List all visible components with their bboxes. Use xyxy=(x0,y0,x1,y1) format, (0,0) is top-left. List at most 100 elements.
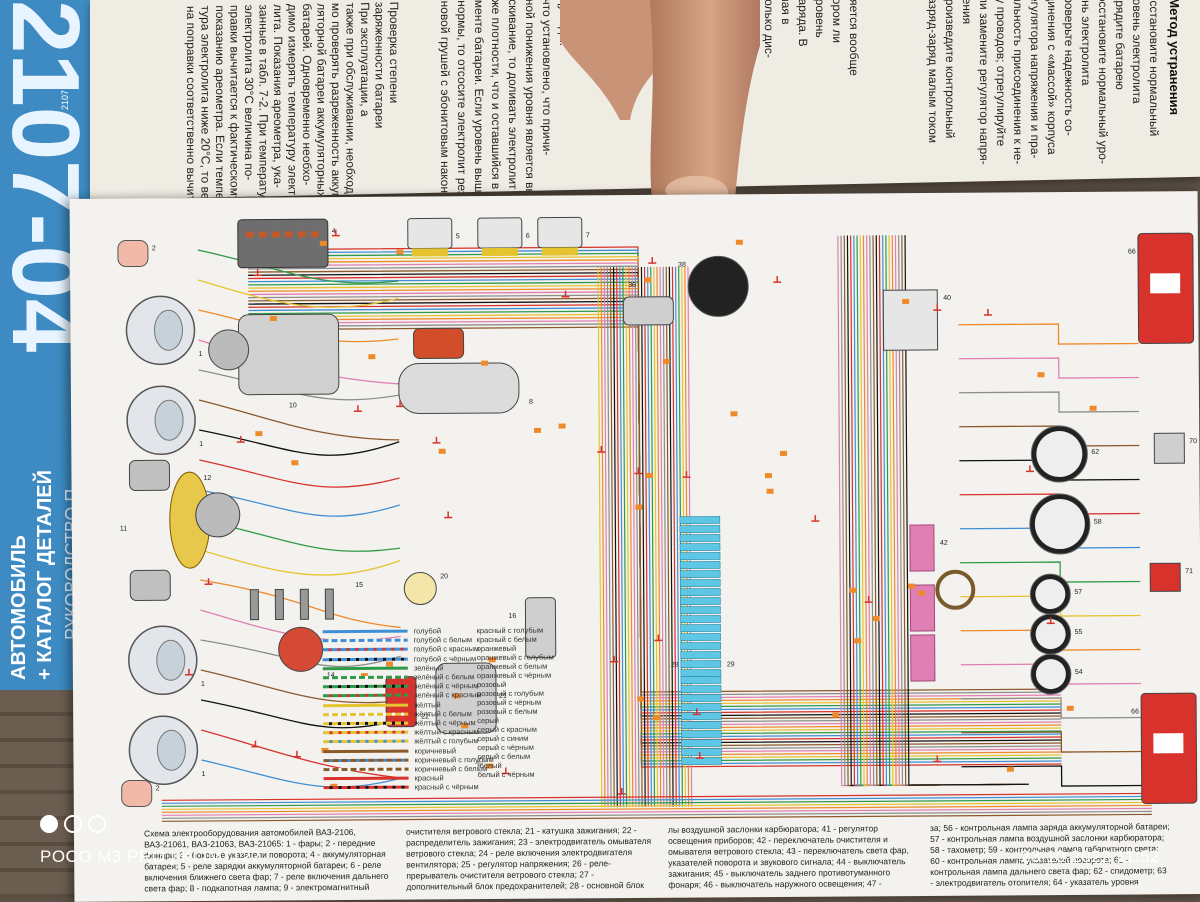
fuse xyxy=(681,721,721,728)
top-page-line: новой грушей с эбонитовым наконеч- xyxy=(438,0,452,200)
fuse xyxy=(680,543,720,550)
front-lamp xyxy=(118,240,148,266)
fuse xyxy=(681,703,721,710)
wire-branch xyxy=(958,323,1138,344)
top-page-line: менте батареи. Если уровень выше xyxy=(472,0,486,200)
headlight-lens xyxy=(157,730,185,770)
starter-solenoid xyxy=(413,328,463,358)
legend-label: голубой с красным xyxy=(414,645,479,654)
caption-col-3: лы воздушной заслонки карбюратора; 41 - … xyxy=(668,823,918,891)
legend-label: жёлтый с чёрным xyxy=(414,718,475,727)
ground-symbol xyxy=(610,656,618,662)
wire-branch xyxy=(199,429,399,457)
wire-connector xyxy=(635,505,642,510)
top-page-line: заряженности батареи xyxy=(373,2,387,129)
component-number: 28 xyxy=(671,662,679,669)
wire-connector xyxy=(663,359,670,364)
top-page-line: ной понижения уровня является выпле- xyxy=(523,0,537,200)
legend-label: красный с чёрным xyxy=(415,782,479,791)
legend-label: розовый с белым xyxy=(477,707,537,716)
camera-model-watermark: POCO M3 PRO | KLIM1122 xyxy=(40,847,261,867)
legend-label: серый с синим xyxy=(477,734,528,743)
legend-swatch xyxy=(323,694,408,698)
legend-label: голубой с чёрным xyxy=(414,654,476,663)
top-page-line: Восстановите нормальный xyxy=(1147,0,1161,136)
legend-swatch xyxy=(323,657,408,661)
ground-symbol xyxy=(293,751,301,757)
wire-connector xyxy=(534,428,541,433)
gauge-face xyxy=(1035,579,1065,609)
wire-connector xyxy=(918,591,925,596)
ground-symbol xyxy=(773,276,781,282)
top-page-line: единения с «массой» корпуса xyxy=(1045,0,1059,155)
ground-symbol xyxy=(432,437,440,443)
date-stamp: 23.10.2022 11:52 xyxy=(1021,847,1160,867)
top-page-line: Произведите контрольный xyxy=(943,0,957,139)
rear-light-window xyxy=(1150,273,1180,293)
top-page-line: Зарядите батарею xyxy=(1113,0,1127,90)
legend-label: жёлтый с голубым xyxy=(414,736,478,745)
component-number: 55 xyxy=(1075,629,1083,636)
top-page-line: же плотности, что и оставшийся в эле- xyxy=(489,0,503,200)
top-page-line: что установлено, что причи- xyxy=(540,0,554,156)
legend-label: зелёный с красным xyxy=(414,690,482,699)
component-number: 54 xyxy=(1075,669,1083,676)
legend-label: голубой с белым xyxy=(414,635,472,644)
top-page-line: также при обслуживании, необходи- xyxy=(344,2,358,200)
cover-small-number: 2107 xyxy=(60,90,70,110)
component-number: 10 xyxy=(289,402,297,409)
fuse xyxy=(681,651,721,658)
fuse xyxy=(680,597,720,604)
component-number: 66 xyxy=(1128,249,1136,256)
fuse xyxy=(681,624,721,631)
wire-connector xyxy=(481,361,488,366)
wire-connector xyxy=(270,316,277,321)
gauge-face xyxy=(1035,499,1085,549)
rear-light-window xyxy=(1153,733,1183,753)
top-page-line: занные в табл. 7-2. При температуре xyxy=(257,4,271,200)
legend-label: оранжевый с чёрным xyxy=(477,671,551,681)
component-number: 38 xyxy=(678,262,686,269)
component-number: 16 xyxy=(508,613,516,620)
wire-connector xyxy=(854,638,861,643)
legend-label: розовый с голубым xyxy=(477,689,544,698)
cover-subtitle: + КАТАЛОГ ДЕТАЛЕЙ xyxy=(34,470,57,680)
top-page-line: уровень xyxy=(813,0,827,38)
legend-swatch xyxy=(323,630,408,634)
ground-symbol xyxy=(1026,465,1034,471)
component-number: 71 xyxy=(1185,568,1193,575)
legend-label: красный с белым xyxy=(477,635,537,644)
fuse xyxy=(680,534,720,541)
legend-label: серый с чёрным xyxy=(477,743,534,752)
legend-label: серый с белым xyxy=(477,752,530,761)
component-number: 7 xyxy=(586,232,590,239)
top-page-line: тором ли xyxy=(830,0,844,43)
wire-connector xyxy=(637,696,644,701)
generator-pulley xyxy=(208,330,248,370)
battery-cell xyxy=(259,232,267,238)
top-page-line: только дис- xyxy=(762,0,776,58)
legend-swatch xyxy=(323,749,408,753)
legend-label: зелёный с белым xyxy=(414,672,475,681)
fuse xyxy=(680,525,720,532)
top-page-line: При эксплуатации, а xyxy=(358,2,372,117)
distributor-cap xyxy=(279,627,323,671)
top-page-line: ляется вообще xyxy=(847,0,861,76)
component-number: 62 xyxy=(1091,449,1099,456)
top-page-line: на поправки соответственно вычитает- xyxy=(184,6,198,200)
relay xyxy=(538,217,582,247)
component-number: 29 xyxy=(727,661,735,668)
legend-label: зелёный xyxy=(414,663,444,672)
fuse xyxy=(681,730,721,737)
switch-connector xyxy=(910,525,934,571)
wire-connector xyxy=(646,473,653,478)
wire-connector xyxy=(320,241,327,246)
ground-symbol xyxy=(597,446,605,452)
wire-connector xyxy=(765,473,772,478)
ground-symbol xyxy=(354,405,362,411)
ground-symbol xyxy=(811,515,819,521)
legend-label: красный xyxy=(415,773,444,782)
fuel-sensor xyxy=(1154,433,1184,463)
legend-swatch xyxy=(323,676,408,680)
